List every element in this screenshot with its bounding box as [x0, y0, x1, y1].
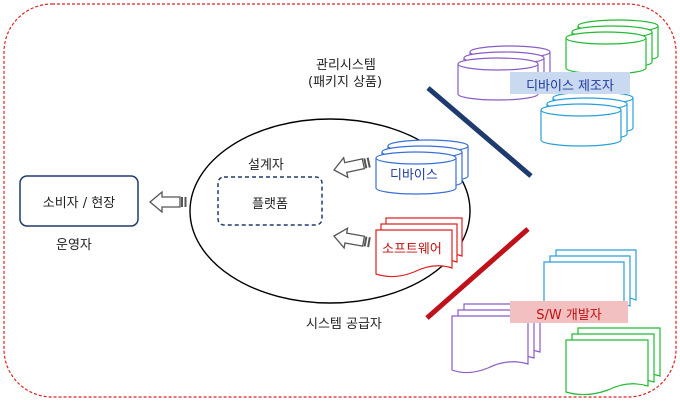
- designer-label: 설계자: [248, 158, 284, 173]
- platform-label: 플랫폼: [252, 197, 288, 212]
- device-maker-tag: 디바이스 제조자: [526, 79, 614, 94]
- platform-box: [217, 176, 323, 226]
- consumer-box: [19, 175, 139, 227]
- software-label: 소프트웨어: [382, 242, 442, 257]
- management-divider: [426, 86, 533, 178]
- database-stack-icon: [375, 139, 469, 195]
- operator-label: 운영자: [56, 238, 92, 253]
- outer-boundary: [3, 3, 677, 398]
- device-maker-tag-bg: [510, 72, 630, 94]
- database-stack-icon: [540, 91, 634, 147]
- system-ellipse: [189, 118, 471, 304]
- supplier-divider: [425, 227, 530, 320]
- supplier-label: 시스템 공급자: [306, 317, 382, 332]
- sw-developer-tag-bg: [510, 301, 628, 323]
- device-label: 디바이스: [390, 168, 438, 183]
- hollow-arrow-left-icon: [331, 225, 373, 253]
- consumer-label: 소비자 / 현장: [42, 196, 116, 211]
- hollow-arrow-left-icon: [149, 191, 188, 213]
- hollow-arrow-left-icon: [331, 151, 373, 181]
- sw-developer-tag: S/W 개발자: [536, 308, 602, 323]
- mgmt-system-sub-label: (패키지 상품): [308, 75, 383, 90]
- document-stack-icon: [565, 327, 661, 396]
- mgmt-system-label: 관리시스템: [316, 58, 376, 73]
- database-stack-icon: [565, 19, 659, 75]
- document-stack-icon: [375, 217, 463, 278]
